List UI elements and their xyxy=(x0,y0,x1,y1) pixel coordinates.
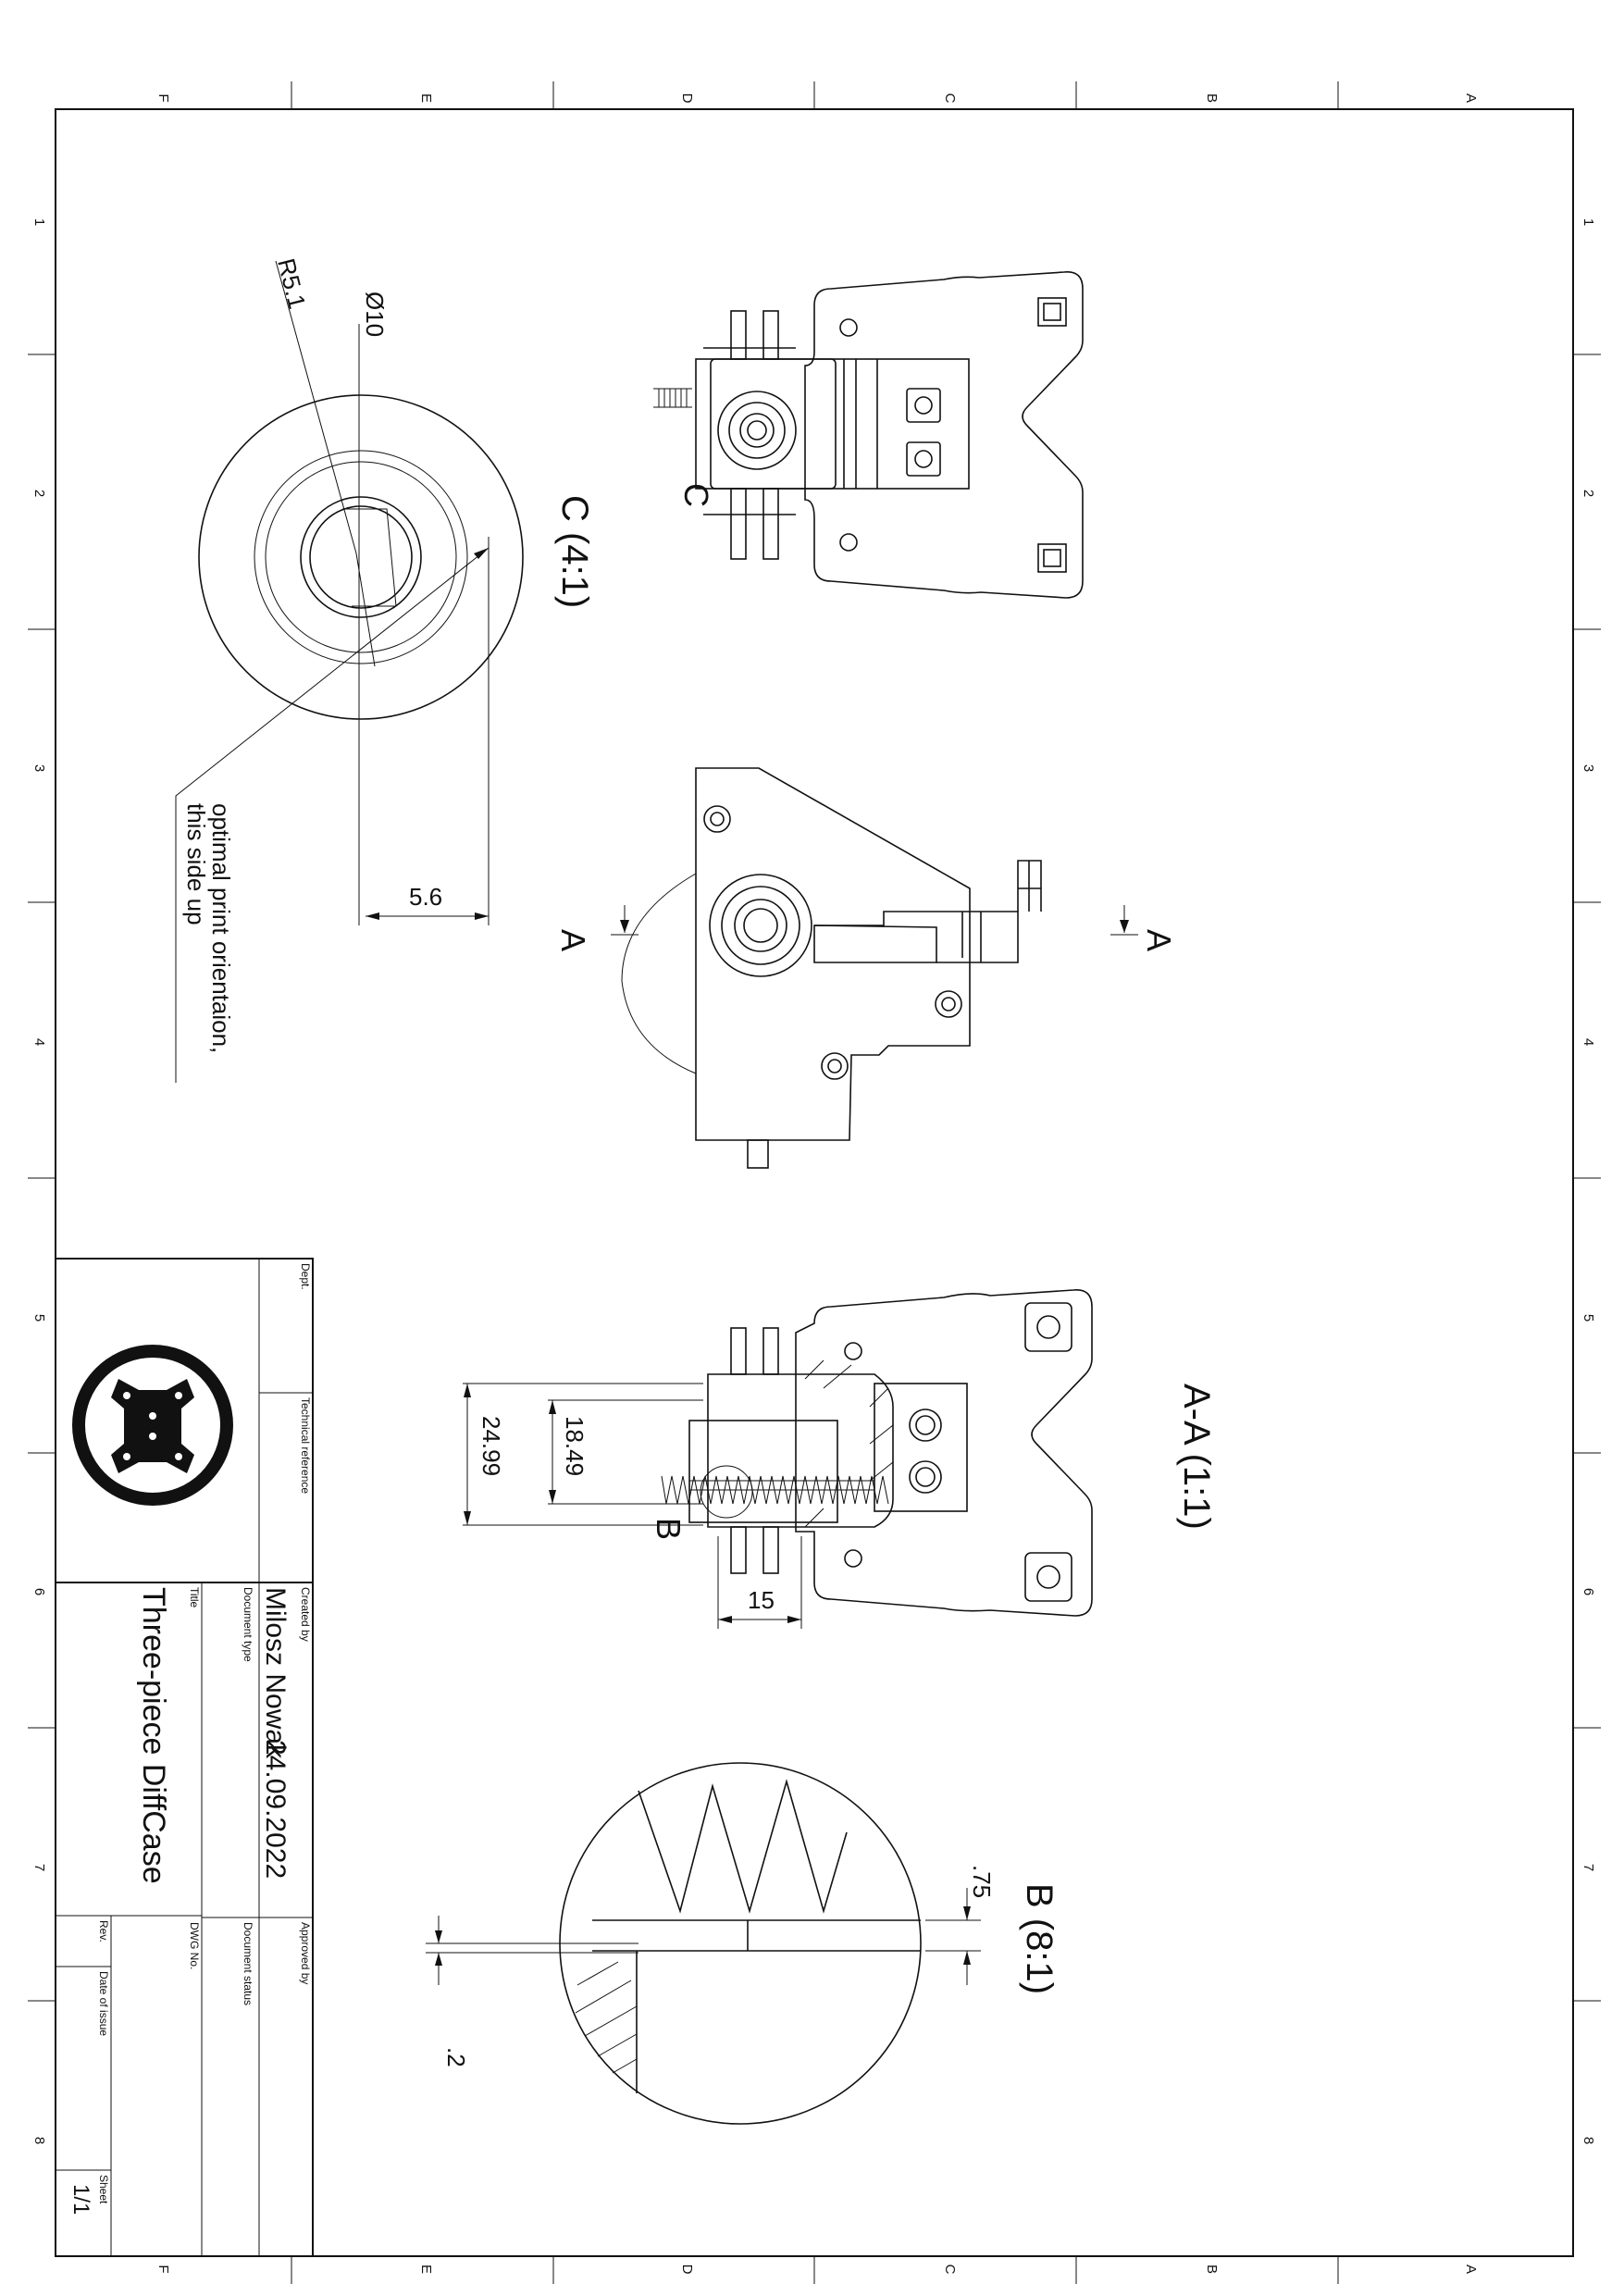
row-label-left: 5 xyxy=(31,1314,47,1322)
title-block: Dept. Technical reference Created by Mil… xyxy=(55,1258,314,2257)
col-label-bottom: F xyxy=(155,2265,171,2273)
row-label-left: 4 xyxy=(31,1038,47,1046)
col-label-bottom: D xyxy=(679,2265,695,2275)
col-label-top: E xyxy=(418,93,434,103)
row-label-right: 6 xyxy=(1581,1588,1596,1595)
dim-radius: R5.1 xyxy=(272,255,311,312)
detail-callout-c: C xyxy=(677,483,715,507)
doc-status-label: Document status xyxy=(242,1922,254,2005)
date-value: 24.09.2022 xyxy=(260,1740,291,1879)
dim-width: 5.6 xyxy=(409,883,442,911)
row-label-left: 6 xyxy=(31,1588,47,1595)
row-label-left: 2 xyxy=(31,490,47,497)
section-mark-right: A xyxy=(1140,929,1178,951)
col-label-top: A xyxy=(1463,93,1479,103)
dim-inner-height: 18.49 xyxy=(561,1416,589,1476)
tech-ref-label: Technical reference xyxy=(299,1397,312,1494)
dept-label: Dept. xyxy=(299,1263,312,1290)
row-label-right: 4 xyxy=(1581,1038,1596,1046)
row-label-right: 7 xyxy=(1581,1864,1596,1871)
row-label-left: 8 xyxy=(31,2137,47,2144)
row-label-right: 8 xyxy=(1581,2137,1596,2144)
print-note-line1: optimal print orientaion, xyxy=(207,803,235,1053)
dim-overall-height: 24.99 xyxy=(477,1416,505,1476)
row-label-right: 3 xyxy=(1581,764,1596,772)
detail-view-c: R5.1 Ø10 5.6 optimal print orientaion, t… xyxy=(175,255,595,1083)
view-label-b: B (8:1) xyxy=(1019,1883,1060,1994)
row-label-right: 1 xyxy=(1581,218,1596,226)
drawing-title: Three-piece DiffCase xyxy=(136,1587,171,1884)
row-label-right: 5 xyxy=(1581,1314,1596,1322)
doc-type-label: Document type xyxy=(242,1587,254,1662)
section-aa-view: 24.99 18.49 15 B A-A (1:1) xyxy=(463,1289,1217,1629)
dim-tooth-gap: .75 xyxy=(968,1865,996,1898)
col-label-bottom: B xyxy=(1204,2265,1220,2274)
col-label-bottom: C xyxy=(942,2265,958,2275)
created-by-label: Created by xyxy=(299,1587,312,1642)
row-label-left: 7 xyxy=(31,1864,47,1871)
dim-diameter: Ø10 xyxy=(361,292,389,337)
col-label-top: B xyxy=(1204,93,1220,103)
row-label-right: 2 xyxy=(1581,490,1596,497)
title-label: Title xyxy=(188,1587,201,1608)
dim-hub-width: 15 xyxy=(748,1586,775,1614)
company-logo xyxy=(72,1345,233,1506)
row-labels: 1 2 3 4 5 6 7 8 1 2 3 4 5 6 7 8 xyxy=(31,218,1596,2144)
col-label-bottom: A xyxy=(1463,2265,1479,2274)
col-label-top: C xyxy=(942,93,958,104)
row-label-left: 1 xyxy=(31,218,47,226)
drawing-frame xyxy=(28,81,1601,2284)
created-by-value: Milosz Nowak xyxy=(260,1587,291,1759)
section-mark-left: A xyxy=(554,929,592,951)
col-label-top: F xyxy=(155,93,171,102)
date-of-issue-label: Date of issue xyxy=(97,1971,110,2036)
top-view: C xyxy=(653,271,1084,599)
dwg-no-label: DWG No. xyxy=(188,1922,201,1969)
print-note-line2: this side up xyxy=(182,803,210,925)
col-label-bottom: E xyxy=(418,2265,434,2274)
col-label-top: D xyxy=(679,93,695,104)
sheet-label: Sheet xyxy=(97,2175,110,2204)
column-labels: F E D C B A F E D C B A xyxy=(155,93,1479,2275)
front-view: A A xyxy=(554,767,1178,1169)
rev-label: Rev. xyxy=(97,1920,110,1942)
approved-by-label: Approved by xyxy=(299,1922,312,1984)
detail-callout-b: B xyxy=(650,1518,688,1540)
sheet-value: 1/1 xyxy=(68,2184,93,2215)
detail-view-b: .75 .2 B (8:1) xyxy=(426,1762,1060,2125)
view-label-c: C (4:1) xyxy=(554,495,595,608)
view-label-aa: A-A (1:1) xyxy=(1176,1384,1217,1530)
row-label-left: 3 xyxy=(31,764,47,772)
dim-clearance: .2 xyxy=(442,2047,470,2067)
